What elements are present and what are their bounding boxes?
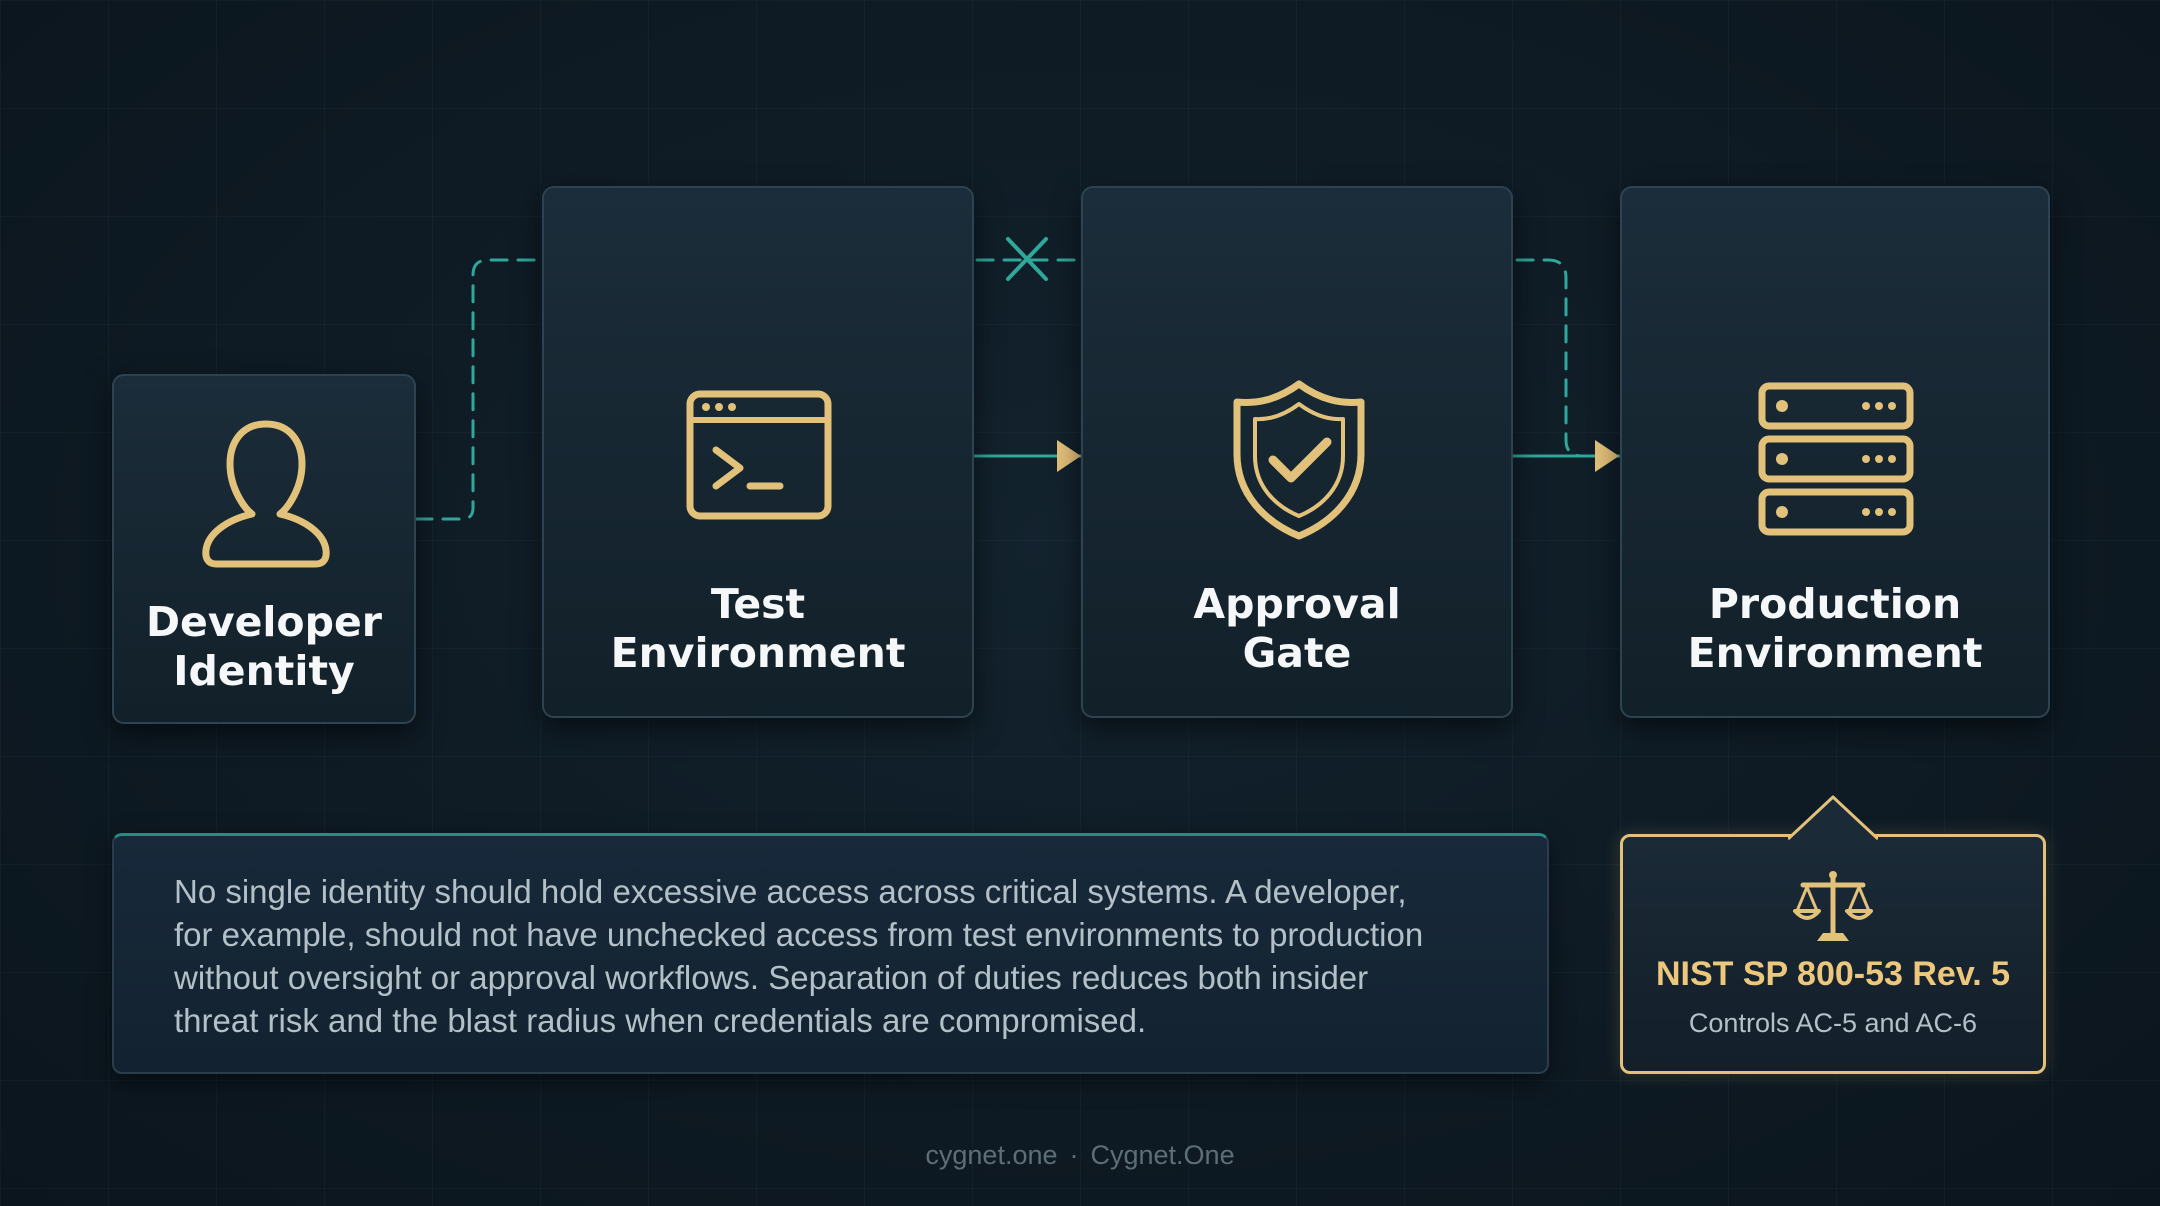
test-environment-card: Test Environment: [542, 186, 974, 718]
info-line: No single identity should hold excessive…: [174, 873, 1407, 910]
server-stack-icon: [1758, 382, 1914, 536]
arrow-head: [1595, 440, 1619, 472]
footer-brand: Cygnet.One: [1090, 1140, 1235, 1170]
node-label: Approval Gate: [1083, 580, 1511, 678]
label-line: Gate: [1242, 629, 1352, 677]
blocked-direct-path: [414, 258, 1600, 521]
label-line: Approval: [1193, 580, 1401, 628]
info-line: for example, should not have unchecked a…: [174, 916, 1424, 953]
info-line: threat risk and the blast radius when cr…: [174, 1002, 1147, 1039]
node-label: Developer Identity: [114, 598, 414, 696]
blocked-x-icon: [1006, 237, 1048, 281]
label-line: Test: [710, 580, 806, 628]
production-environment-card: Production Environment: [1620, 186, 2050, 718]
shield-check-icon: [1233, 380, 1365, 540]
label-line: Production: [1708, 580, 1962, 628]
footer-domain: cygnet.one: [925, 1140, 1058, 1170]
footer-separator: ·: [1069, 1140, 1079, 1170]
node-label: Test Environment: [544, 580, 972, 678]
developer-identity-card: Developer Identity: [112, 374, 416, 724]
nist-title: NIST SP 800-53 Rev. 5: [1655, 955, 2011, 993]
label-line: Environment: [1687, 629, 1983, 677]
info-text: No single identity should hold excessive…: [174, 870, 1514, 1042]
terminal-window-icon: [686, 390, 832, 520]
user-icon: [202, 420, 330, 568]
info-line: without oversight or approval workflows.…: [174, 959, 1369, 996]
approval-gate-card: Approval Gate: [1081, 186, 1513, 718]
label-line: Developer: [146, 598, 382, 646]
arrow-head: [1057, 440, 1081, 472]
label-line: Identity: [173, 647, 355, 695]
nist-callout: NIST SP 800-53 Rev. 5 Controls AC-5 and …: [1620, 795, 2046, 1074]
node-label: Production Environment: [1622, 580, 2048, 678]
label-line: Environment: [610, 629, 906, 677]
scales-icon: [1793, 871, 1873, 941]
callout-pointer: [1788, 795, 1878, 841]
nist-subtitle: Controls AC-5 and AC-6: [1688, 1008, 1978, 1038]
info-box: No single identity should hold excessive…: [112, 833, 1549, 1074]
footer: cygnet.one · Cygnet.One: [0, 1140, 2160, 1171]
